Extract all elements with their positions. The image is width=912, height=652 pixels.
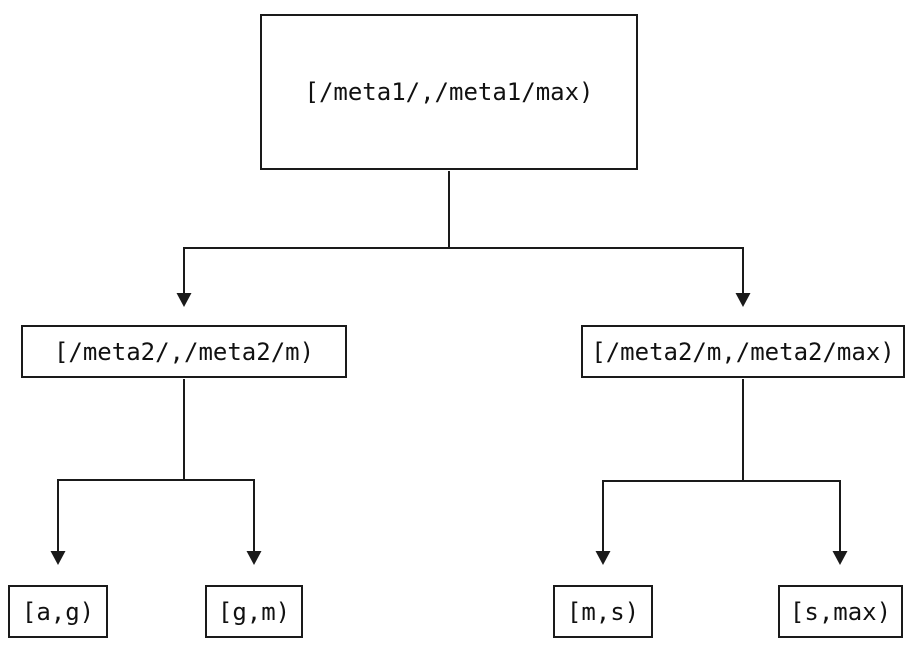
edge-root-to-children [183,171,744,293]
arrow-down-icon [246,551,262,565]
arrow-down-icon [735,293,751,307]
arrow-down-icon [176,293,192,307]
tree-node-root: [/meta1/,/meta1/max) [260,14,638,170]
tree-node-leaf-ms: [m,s) [553,585,653,638]
tree-node-meta2-left: [/meta2/,/meta2/m) [21,325,347,378]
edge-right-to-leaves [602,379,841,551]
tree-node-meta2-right: [/meta2/m,/meta2/max) [581,325,905,378]
arrow-down-icon [832,551,848,565]
tree-node-leaf-ag: [a,g) [8,585,108,638]
tree-node-leaf-gm: [g,m) [205,585,303,638]
edge-left-to-leaves [57,379,255,551]
tree-node-leaf-smax: [s,max) [778,585,903,638]
arrow-down-icon [50,551,66,565]
arrow-down-icon [595,551,611,565]
